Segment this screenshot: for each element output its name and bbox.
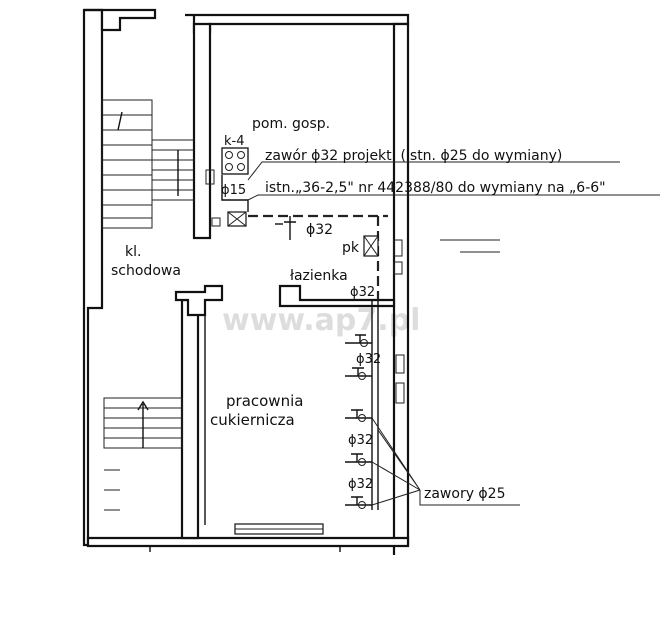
note-valve-project: zawór ϕ32 projekt. (istn. ϕ25 do wymiany… (265, 148, 562, 164)
dim-d32-bath: ϕ32 (350, 285, 375, 300)
dim-d32-a: ϕ32 (356, 352, 381, 367)
watermark: www.ap7.pl (222, 303, 420, 338)
room-label-utility: pom. gosp. (252, 116, 330, 132)
bakery-valves (345, 334, 520, 509)
note-existing-meter: istn.„36-2,5" nr 442388/80 do wymiany na… (265, 180, 606, 196)
room-label-bakery-2: cukiernicza (210, 411, 295, 429)
label-pk: pk (342, 240, 360, 256)
chimney-pk (363, 235, 403, 275)
room-label-bakery-1: pracownia (226, 392, 303, 410)
gas-meter-k4 (205, 147, 249, 227)
room-label-stair-1: kl. (125, 244, 141, 260)
room-label-stair-2: schodowa (111, 263, 181, 279)
dim-d15: ϕ15 (221, 183, 246, 198)
note-leaders (247, 161, 660, 253)
dim-d32-c: ϕ32 (348, 477, 373, 492)
right-windows (395, 354, 405, 404)
label-k4: k-4 (224, 134, 245, 149)
outer-walls (82, 8, 410, 555)
lower-stairs (103, 397, 183, 511)
dim-d32-main: ϕ32 (306, 222, 333, 238)
room-label-bathroom: łazienka (290, 268, 348, 284)
dim-d32-b: ϕ32 (348, 433, 373, 448)
upper-stairs (101, 99, 194, 229)
gas-pipe (248, 214, 388, 510)
interior-walls (174, 22, 396, 540)
note-valves: zawory ϕ25 (424, 486, 505, 502)
